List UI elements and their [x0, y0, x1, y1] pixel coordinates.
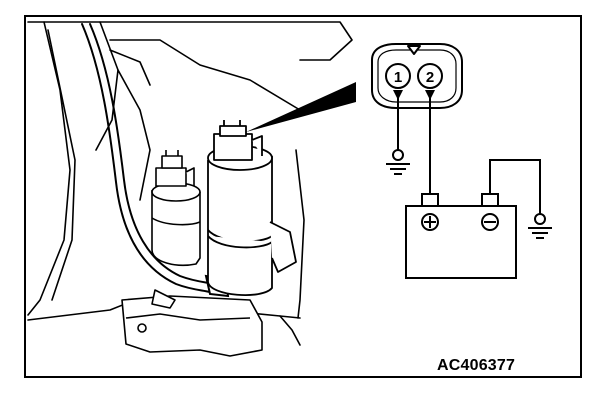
ground-icon	[386, 149, 410, 175]
rear-washer-motor	[151, 150, 201, 266]
front-washer-motor	[207, 120, 297, 297]
pin-1-label: 1	[394, 69, 402, 86]
connector-icon	[371, 43, 463, 109]
callout-pointer	[246, 82, 356, 132]
wiring	[397, 96, 541, 214]
pin-2-label: 2	[426, 69, 434, 86]
ground-icon	[528, 213, 552, 239]
probe-tips	[393, 90, 435, 100]
battery-icon	[405, 193, 517, 279]
reservoir-bracket	[121, 289, 263, 357]
figure-code: AC406377	[437, 357, 516, 374]
vehicle-body-outline	[27, 21, 353, 346]
